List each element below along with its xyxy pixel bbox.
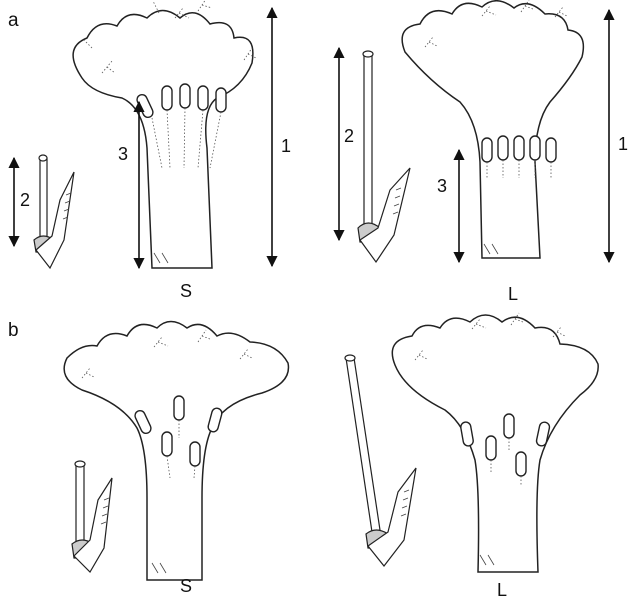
a-short-style-label: 2: [20, 190, 30, 210]
b-long-style-flower: [392, 313, 598, 572]
a-long-style-label: 2: [344, 126, 354, 146]
a-long-style-flower: [402, 0, 583, 258]
a-long-anther-label: 3: [437, 176, 447, 196]
b-long-pistil: [345, 355, 416, 566]
a-short-anther-label: 3: [118, 144, 128, 164]
b-morph-label-S: S: [180, 576, 192, 596]
a-long-corolla-label: 1: [618, 134, 628, 154]
a-short-style-flower: [73, 0, 256, 268]
b-short-pistil: [72, 461, 112, 572]
a-short-corolla-label: 1: [281, 136, 291, 156]
a-short-pistil: [34, 155, 74, 268]
a-morph-label-S: S: [180, 281, 192, 301]
panel-letter-a: a: [8, 10, 19, 31]
a-morph-label-L: L: [508, 284, 518, 304]
b-morph-label-L: L: [497, 580, 507, 600]
panel-letter-b: b: [8, 320, 19, 341]
a-long-pistil: [358, 51, 410, 262]
